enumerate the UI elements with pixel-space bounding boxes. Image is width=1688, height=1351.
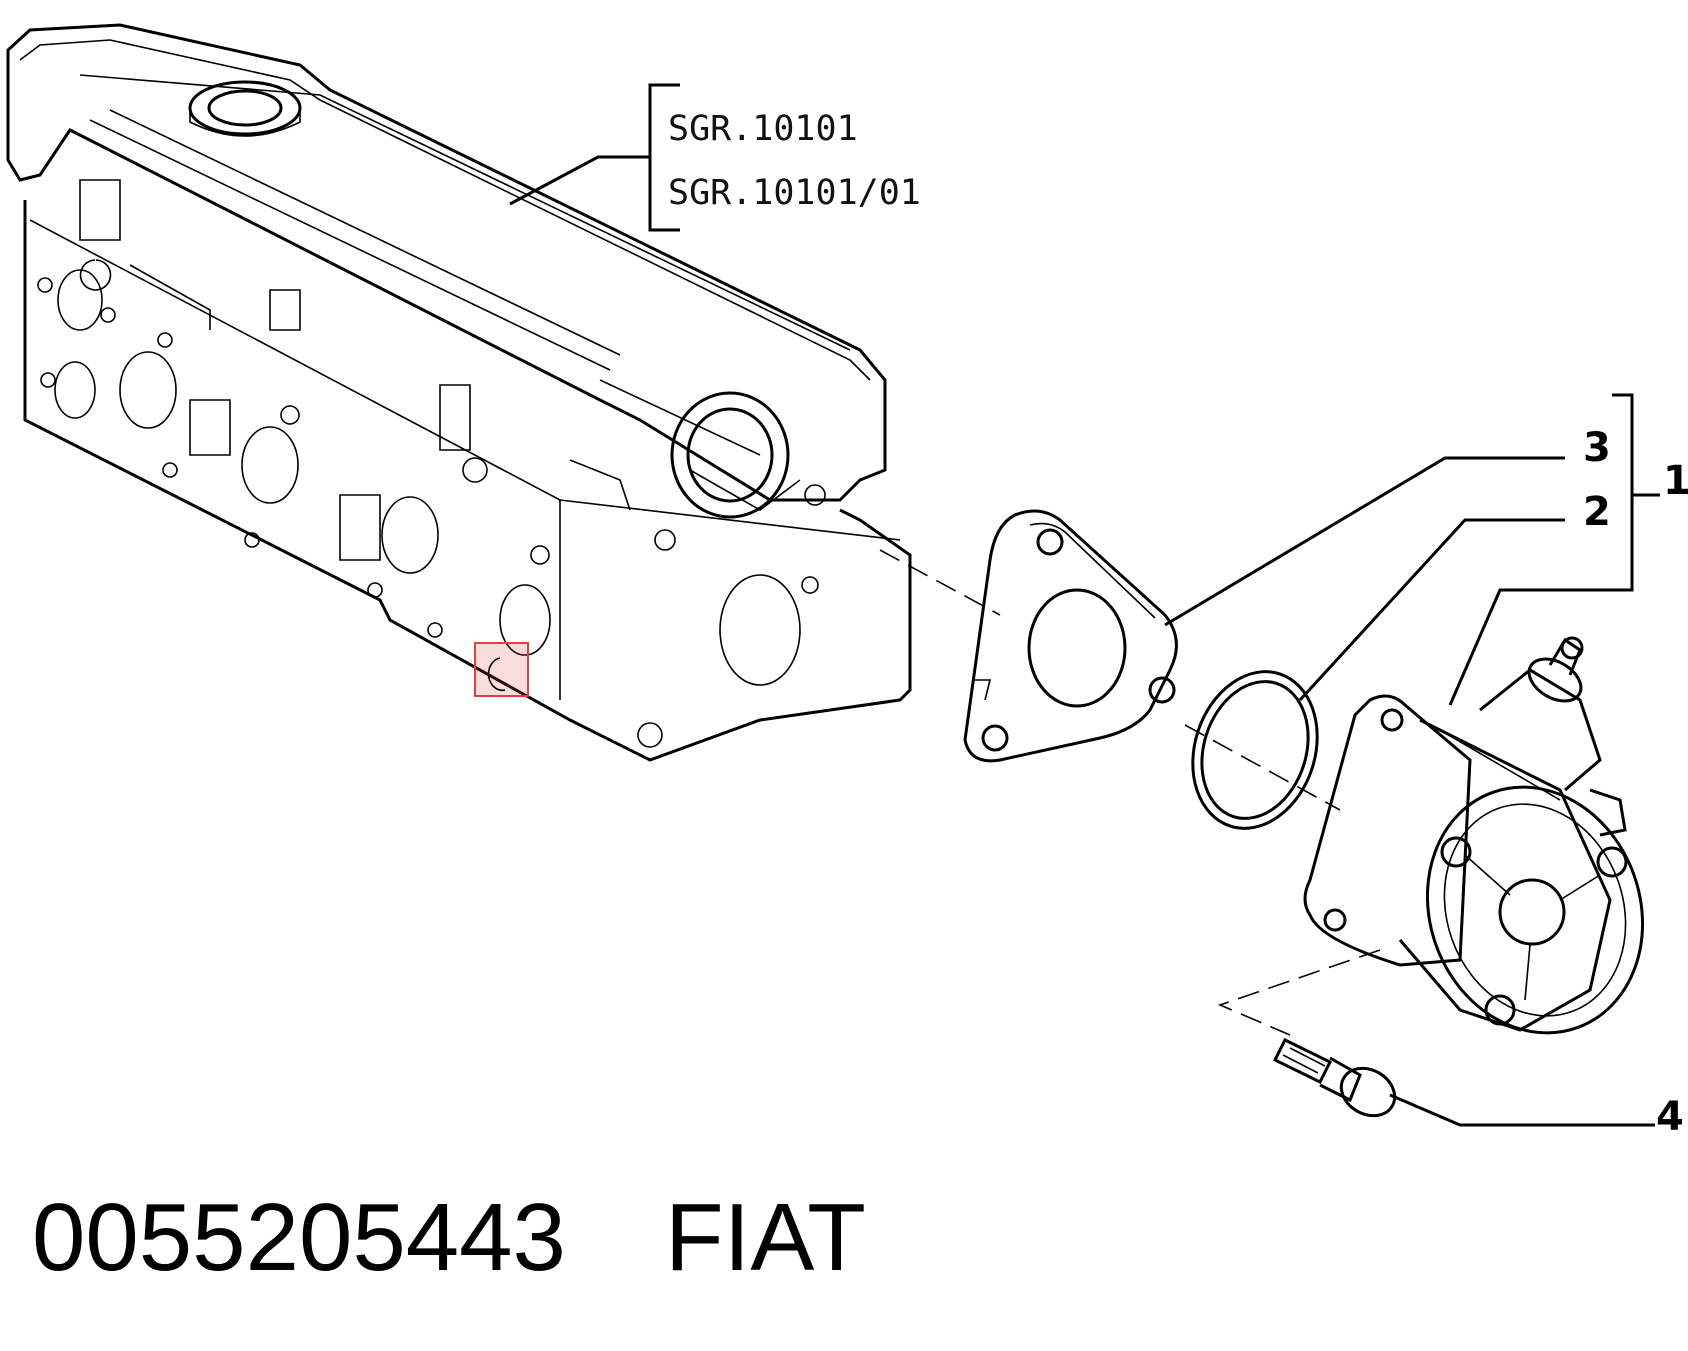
- highlighted-hole: [487, 657, 506, 692]
- callout-2: 2: [1583, 489, 1611, 535]
- highlight-box: [474, 642, 529, 697]
- reference-code-1: SGR.10101: [668, 109, 858, 149]
- callout-3: 3: [1583, 425, 1611, 471]
- o-ring-drawing: [1191, 670, 1319, 830]
- part-number: 0055205443: [32, 1184, 566, 1291]
- vacuum-pump-drawing: [1303, 636, 1645, 1035]
- reference-code-2: SGR.10101/01: [668, 173, 921, 213]
- reference-bracket: [509, 83, 680, 232]
- cylinder-head-drawing: [6, 23, 912, 762]
- callout-leaders: [1164, 393, 1660, 1127]
- callout-4: 4: [1656, 1094, 1684, 1140]
- assembly-axes: [879, 549, 1381, 1036]
- callout-1: 1: [1663, 458, 1688, 504]
- gasket-drawing: [963, 509, 1178, 763]
- brand-name: FIAT: [665, 1184, 866, 1291]
- bolt-drawing: [1272, 1037, 1397, 1118]
